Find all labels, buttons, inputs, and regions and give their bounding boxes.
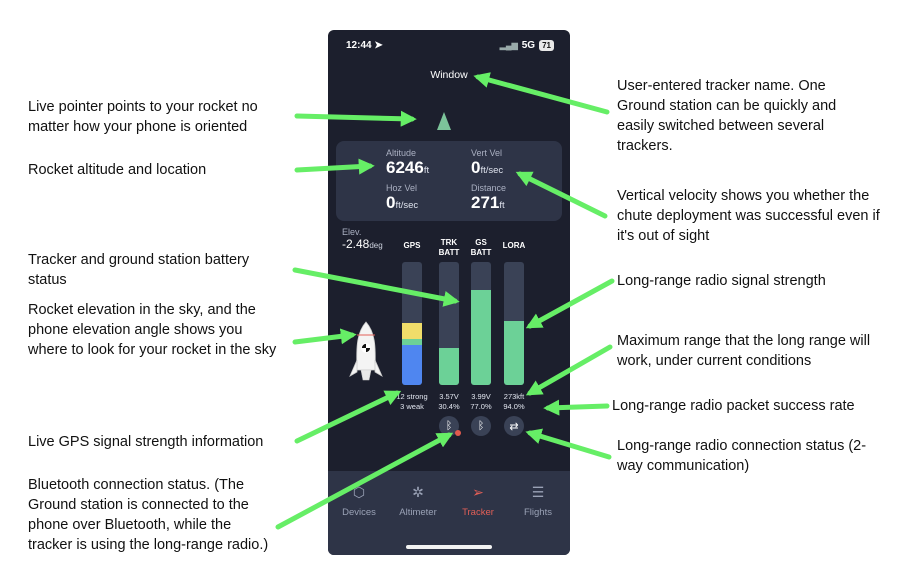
hoz-vel-unit: ft/sec: [395, 200, 419, 211]
gps-bar-weak: [402, 323, 422, 339]
vert-vel-unit: ft/sec: [480, 165, 504, 176]
gs-batt-fill: [471, 290, 491, 385]
elevation-unit: deg: [369, 241, 383, 250]
annotation-tracker-name: User-entered tracker name. One Ground st…: [617, 78, 837, 154]
lora-fill: [504, 321, 524, 385]
altimeter-icon: ✲: [412, 484, 424, 500]
elevation-label: Elev.: [342, 227, 362, 237]
trk-batt-bar: [439, 262, 459, 385]
flights-icon: ☰: [531, 484, 545, 500]
elevation-readout: Elev. -2.48deg: [342, 227, 383, 251]
altitude-cell: Altitude 6246ft: [386, 148, 486, 181]
gps-bar-strong: [402, 345, 422, 385]
annotation-elevation: Rocket elevation in the sky, and the pho…: [28, 302, 277, 358]
lora-link-status[interactable]: ⇄: [504, 416, 524, 436]
status-network: 5G: [521, 40, 536, 51]
location-arrow-icon: ➤: [374, 40, 383, 51]
cell-signal-icon: ▂▄▆: [499, 41, 518, 50]
gs-batt-header: GS BATT: [470, 238, 492, 257]
gs-batt-bar: [471, 262, 491, 385]
devices-icon: ⬡: [352, 484, 366, 500]
annotation-bluetooth: Bluetooth connection status. (The Ground…: [28, 477, 269, 553]
metrics-card: Altitude 6246ft Vert Vel 0ft/sec Hoz Vel…: [336, 141, 562, 221]
distance-unit: ft: [499, 200, 505, 211]
bluetooth-icon: ᛒ: [445, 420, 453, 432]
altitude-value: 6246: [386, 158, 424, 177]
annotation-packet-rate: Long-range radio packet success rate: [612, 398, 855, 414]
vert-vel-value: 0: [471, 158, 481, 177]
gps-header: GPS: [403, 241, 421, 250]
lora-header: LORA: [502, 241, 526, 250]
home-indicator: [406, 545, 492, 549]
rocket-icon: [349, 321, 383, 381]
status-battery: 71: [539, 40, 554, 51]
hoz-vel-cell: Hoz Vel 0ft/sec: [386, 183, 486, 216]
tab-devices[interactable]: ⬡ Devices: [329, 483, 389, 518]
elevation-value: -2.48: [342, 237, 370, 251]
trk-batt-header: TRK BATT: [438, 238, 460, 257]
annotation-pointer: Live pointer points to your rocket no ma…: [28, 99, 258, 135]
annotation-gps: Live GPS signal strength information: [28, 434, 264, 450]
distance-cell: Distance 271ft: [471, 183, 570, 216]
station-bluetooth-status[interactable]: ᛒ: [471, 416, 491, 436]
distance-value: 271: [471, 193, 500, 212]
gps-bar: [402, 262, 422, 385]
swap-arrows-icon: ⇄: [509, 420, 519, 433]
tracker-bluetooth-status[interactable]: ᛒ: [439, 416, 461, 436]
annotation-lora-signal: Long-range radio signal strength: [617, 273, 826, 289]
tracker-icon: ➢: [472, 484, 484, 500]
bottom-nav: ⬡ Devices ✲ Altimeter ➢ Tracker ☰ Flight…: [328, 471, 570, 555]
rocket-pointer-icon: [437, 112, 451, 130]
altitude-unit: ft: [423, 165, 430, 176]
altitude-label: Altitude: [386, 148, 417, 158]
trk-batt-fill: [439, 347, 459, 385]
vert-vel-label: Vert Vel: [471, 148, 503, 158]
annotation-battery: Tracker and ground station battery statu…: [28, 252, 250, 288]
status-time: 12:44: [346, 40, 372, 51]
vert-vel-cell: Vert Vel 0ft/sec: [471, 148, 570, 181]
disconnected-dot-icon: [455, 430, 461, 436]
hoz-vel-label: Hoz Vel: [386, 183, 418, 193]
annotation-connection: Long-range radio connection status (2-wa…: [617, 438, 867, 474]
tab-altimeter[interactable]: ✲ Altimeter: [388, 483, 448, 518]
gps-bar-mid: [402, 339, 422, 345]
annotation-altitude: Rocket altitude and location: [28, 162, 207, 178]
annotation-max-range: Maximum range that the long range will w…: [617, 333, 871, 369]
phone-screen: 12:44 ➤ ▂▄▆ 5G 71 Window Altitude 6246ft…: [328, 30, 570, 555]
bluetooth-icon: ᛒ: [477, 420, 485, 432]
distance-label: Distance: [471, 183, 507, 193]
annotation-vert-vel: Vertical velocity shows you whether the …: [617, 188, 880, 244]
tracker-name[interactable]: Window: [430, 69, 468, 81]
hoz-vel-value: 0: [386, 193, 396, 212]
status-bar: 12:44 ➤ ▂▄▆ 5G 71: [346, 40, 554, 54]
tab-flights[interactable]: ☰ Flights: [508, 483, 568, 518]
lora-bar: [504, 262, 524, 385]
tab-tracker[interactable]: ➢ Tracker: [448, 483, 508, 518]
